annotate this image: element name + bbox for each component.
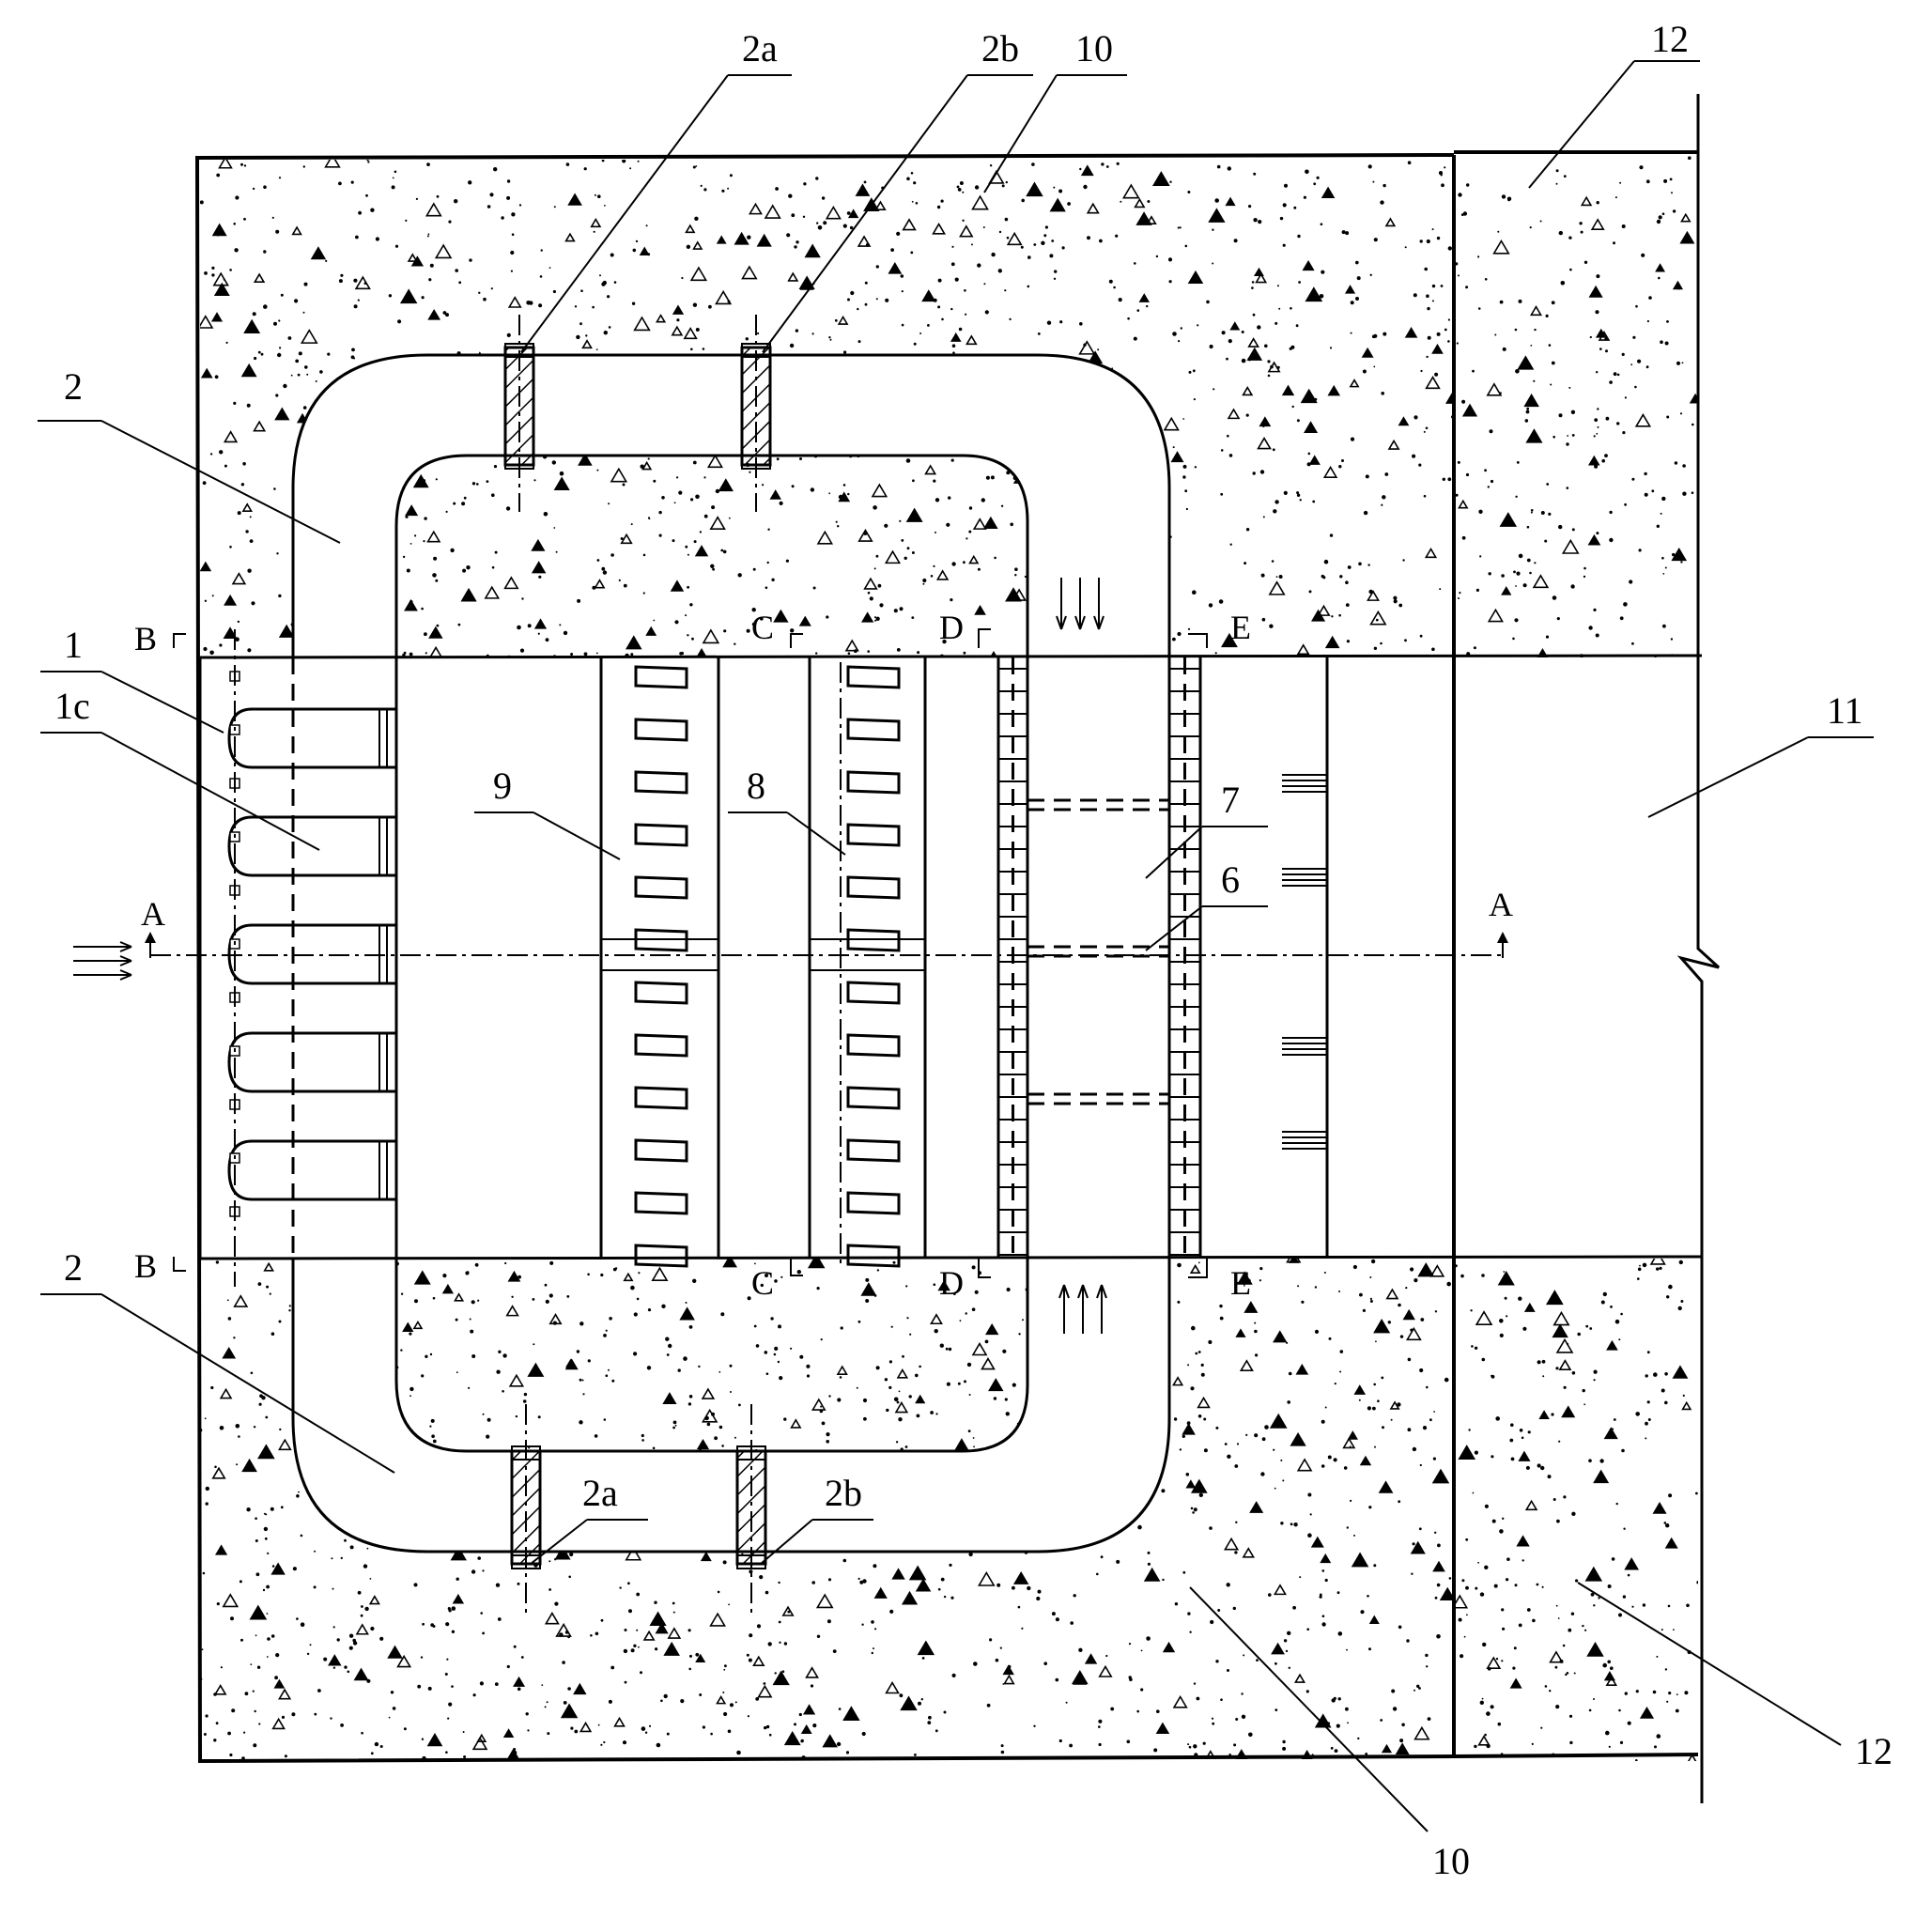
label-2-upper: 2 (64, 365, 83, 408)
label-2-lower: 2 (64, 1246, 83, 1289)
ring-outer-top (291, 353, 1171, 657)
gate-2a-bottom (510, 1404, 542, 1615)
flow-arrows-left (73, 941, 132, 981)
label-2b-top: 2b (981, 27, 1019, 70)
label-12-top: 12 (1651, 18, 1689, 60)
section-D-bottom: D (939, 1264, 964, 1302)
section-A-arrow-left (145, 932, 156, 943)
gate-2b-top (740, 315, 772, 512)
section-C-bracket-top (790, 633, 803, 648)
label-2b-bottom: 2b (825, 1472, 862, 1514)
frame-bottom-right (1453, 1753, 1699, 1758)
label-2a-bottom: 2a (582, 1472, 618, 1514)
channel-top-edge (199, 654, 1703, 659)
section-B-bracket-top (173, 633, 186, 648)
flow-arrows-up (1058, 1284, 1107, 1334)
section-B-top: B (134, 620, 157, 657)
ring-outer-bottom (291, 1259, 1171, 1553)
flow-arrows-down (1056, 578, 1105, 630)
section-B-bracket-bot (173, 1257, 186, 1272)
section-C-bottom: C (751, 1264, 774, 1302)
rack-8 (808, 657, 927, 1268)
label-6: 6 (1221, 858, 1240, 901)
gate-2a-top (503, 315, 535, 512)
section-E-bottom: E (1230, 1264, 1251, 1302)
section-D-top: D (939, 609, 964, 646)
label-2a-top: 2a (742, 27, 778, 70)
leader-lines (38, 60, 1874, 1832)
outlet-comb-marks (1282, 774, 1327, 1150)
gate-2b-bottom (735, 1404, 767, 1615)
label-1c: 1c (54, 685, 90, 727)
label-8: 8 (747, 765, 765, 807)
section-D-bracket-bot (978, 1259, 991, 1278)
label-12-bottom: 12 (1855, 1730, 1892, 1772)
beams-6 (1027, 798, 1169, 1105)
label-1: 1 (64, 624, 83, 666)
label-7: 7 (1221, 779, 1240, 821)
label-11: 11 (1827, 689, 1863, 732)
section-A-right: A (1489, 886, 1513, 923)
section-A-left: A (141, 895, 165, 933)
ring-inner-bottom (394, 1259, 1029, 1453)
label-9: 9 (493, 765, 512, 807)
channel-bottom-edge (199, 1255, 1703, 1260)
break-line (1676, 94, 1721, 1803)
main-channel-fill (200, 657, 1698, 1259)
section-E-bracket-top (1188, 633, 1208, 648)
rack-9 (599, 657, 720, 1268)
section-D-bracket-top (978, 628, 991, 648)
section-E-top: E (1230, 609, 1251, 646)
inner-island-bottom-fill (396, 1259, 1027, 1451)
section-E-bracket-bot (1188, 1259, 1208, 1278)
ring-inner-top (394, 454, 1029, 657)
label-10-bottom: 10 (1432, 1840, 1470, 1882)
section-C-top: C (751, 609, 774, 646)
section-C-bracket-bot (790, 1259, 803, 1276)
section-A-arrow-right (1497, 932, 1508, 943)
label-10-top: 10 (1075, 27, 1113, 70)
section-B-bottom: B (134, 1247, 157, 1285)
